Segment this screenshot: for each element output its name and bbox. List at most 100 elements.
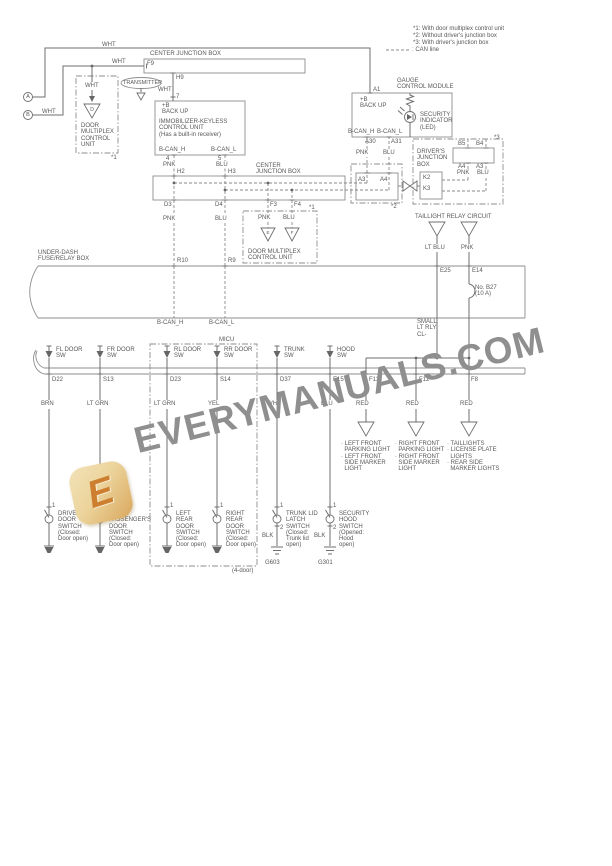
conn-a-letter: A [26,93,30,100]
ground-rr-icon [212,547,222,553]
left-rear-door-switch-icon [162,514,172,524]
gcm-backup: BACK UP [360,103,387,109]
immobilizer-keyless-box [154,100,246,156]
triangle-e-icon [260,227,276,242]
wire-wht-top: WHT [102,42,116,48]
transmitter-label: TRANSMITTER [123,80,163,86]
gauge-control-module-box [351,92,453,138]
taillight-relay-title: TAILLIGHT RELAY CIRCUIT [415,214,492,220]
note-2: *2: Without driver's junction box [413,33,497,39]
col-fl [44,346,50,546]
fuse-b27: No. B27 (10 A) [475,285,497,298]
sw6-pin2: 2 [333,525,337,531]
col-rl [162,346,168,546]
pin-a30: A30 [365,139,376,145]
bcan-l-box: B-CAN_L [209,320,235,326]
ground-g603-icon [271,546,283,555]
a3-a4-box [355,172,399,201]
wire-b [32,65,144,116]
pin-d23: D23 [170,377,182,383]
ground-fr-icon [95,547,105,553]
wire-red-3: RED [460,401,473,407]
taillight-conn-1-icon [428,221,446,237]
wire-pnk-trc: PNK [461,245,474,251]
mux2-title: DOOR MULTIPLEX CONTROL UNIT [248,249,301,262]
wire-blk-trunk: BLK [262,533,274,539]
pin-e15: E15 [333,377,344,383]
pin-f8: F8 [471,377,479,383]
ticks-and-grounds [44,63,489,555]
col-rr [212,346,218,546]
pin-d37: D37 [280,377,292,383]
wire-lt-grn-1: LT GRN [87,401,109,407]
wire-blu-imm: BLU [216,162,228,168]
pin-f9: F9 [147,61,155,67]
pin-f3: F3 [270,202,278,208]
wire-wht-trunk: WHT [267,401,281,407]
sw5-pin1: 1 [280,503,284,509]
wire-pnk-gcm: PNK [356,150,369,156]
pin-5: 5 [218,156,222,162]
four-door-note: (4-door) [232,568,254,574]
note-3: *3: With driver's junction box [413,40,489,46]
micu-label: MICU [219,337,235,343]
pin-r10: R10 [177,258,189,264]
inline-connector-right-icon [409,180,418,192]
sw3-pin1: 1 [170,503,174,509]
gcm-internal [397,93,415,137]
connector-strip [33,349,526,375]
pin-a4-djb: A4 [458,164,466,170]
watermark-logo-letter-icon: E [82,468,120,517]
note-ref-3: *3 [494,135,500,141]
filled-symbols [44,64,471,553]
pin-4: 4 [166,156,170,162]
pin-a1: A1 [373,87,381,93]
conn-b-letter: B [26,111,30,118]
drivers-jb-inner-block [452,147,495,164]
can-bus-1 [174,137,368,184]
ground-fl-icon [44,547,54,553]
taillights-conn-3-icon [460,421,478,437]
lights-tail: · TAILLIGHTS · LICENSE PLATE LIGHTS · RE… [447,441,500,473]
pin-f4: F4 [294,202,302,208]
pin-a3-djb: A3 [476,164,484,170]
pin-a4-cjb: A4 [380,177,388,183]
wire-wht-h9: WHT [158,87,172,93]
led-diode-icon [407,114,412,120]
imm-plus-b: +B [162,103,170,109]
wire-brn: BRN [41,401,54,407]
pin-7: 7 [176,94,180,100]
wire-pnk-imm: PNK [163,162,176,168]
wire-pnk-djb: PNK [457,170,470,176]
wire-blu-hood: BLU [321,401,333,407]
bcan-h-box: B-CAN_H [157,320,184,326]
pin-e25: E25 [440,268,451,274]
without-djb-box [350,163,403,204]
drivers-door-switch: DRIVER'S DOOR SWITCH (Closed: Door open) [58,511,89,543]
gcm-plus-b: +B [360,97,368,103]
parking-light-conn-2-icon [407,421,425,437]
pin-h2: H2 [177,169,185,175]
gcm-bcan-l: B-CAN_L [377,129,403,135]
wire-pnk-mux2: PNK [258,215,271,221]
connector-a-icon [23,92,33,102]
pin-d4: D4 [215,202,223,208]
connector-triangles [23,92,478,524]
sig-rr-door-sw: RR DOOR SW [224,347,253,360]
pin-h9: H9 [176,75,184,81]
udfrb-title: UNDER-DASH FUSE/RELAY BOX [38,250,90,263]
tri-e-letter: E [266,229,270,235]
pin-k3: K3 [423,186,431,192]
ground-g603: G603 [265,560,280,566]
wire-wht-mux1: WHT [85,83,99,89]
wires-can-dashed [173,49,487,318]
fuse-b27-symbol [468,283,476,299]
ground-g301: G301 [318,560,333,566]
drivers-door-switch-icon [44,514,54,524]
pin-r9: R9 [228,258,236,264]
note-1: *1: With door multiplex control unit [413,26,505,32]
sw5-pin2: 2 [280,525,284,531]
sig-fl-door-sw: FL DOOR SW [56,347,83,360]
pin-s14: S14 [220,377,231,383]
